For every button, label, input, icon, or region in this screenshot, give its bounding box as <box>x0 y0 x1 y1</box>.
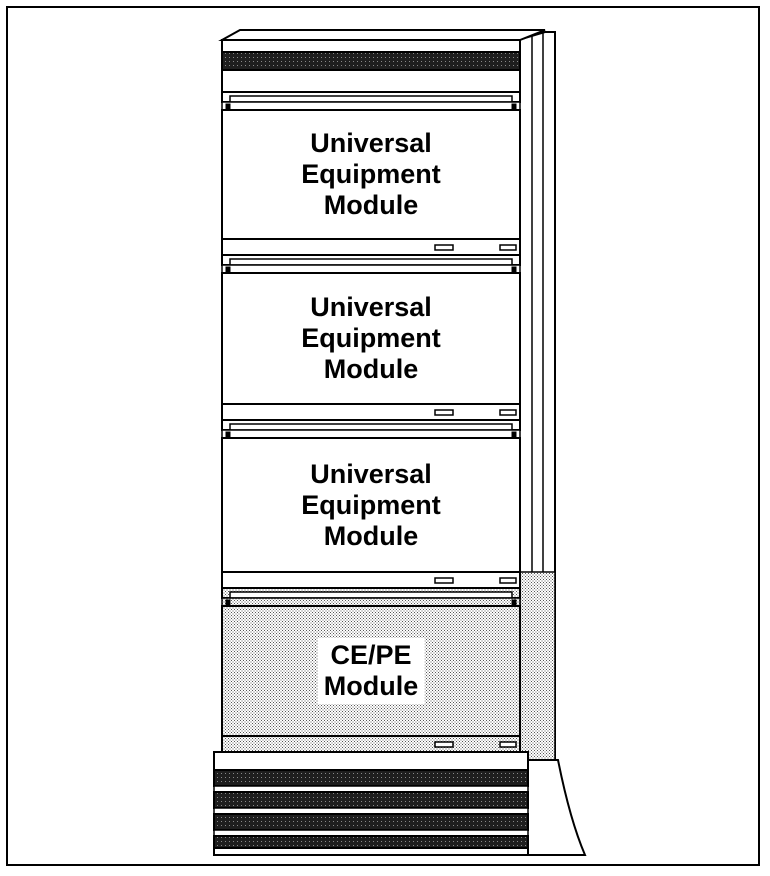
module-handle <box>434 741 454 748</box>
module-label-line: CE/PE <box>330 640 412 670</box>
module-bottom-strip <box>221 571 521 589</box>
base-pedestal <box>213 751 529 856</box>
module-handle <box>434 244 454 251</box>
module-bottom-strip <box>221 735 521 753</box>
module-bottom-strip <box>221 238 521 256</box>
module-card-guide <box>221 101 521 111</box>
top-cap <box>218 29 546 93</box>
module-card-guide <box>221 264 521 274</box>
module-bottom-strip <box>221 403 521 421</box>
universal-equipment-module <box>221 91 521 256</box>
module-card-guide <box>221 429 521 439</box>
universal-equipment-module <box>221 419 521 589</box>
module-label-line: Universal <box>310 458 432 489</box>
module-label-line: Module <box>323 190 419 220</box>
module-front-panel <box>221 437 521 573</box>
module-latch <box>499 409 517 416</box>
module-latch <box>499 741 517 748</box>
module-latch <box>499 577 517 584</box>
module-label-line: Universal <box>310 292 432 322</box>
module-card-guide <box>221 597 521 607</box>
module-label-line: Module <box>323 671 419 701</box>
side-cable-column <box>516 31 587 856</box>
module-handle <box>434 409 454 416</box>
universal-equipment-module <box>221 254 521 421</box>
module-front-panel <box>221 109 521 240</box>
ce-pe-module <box>221 587 521 753</box>
module-rail-slot <box>229 95 513 103</box>
module-latch <box>499 244 517 251</box>
module-rail-slot <box>229 591 513 599</box>
figure-frame <box>6 6 760 866</box>
module-label-line: Equipment <box>301 489 441 520</box>
module-label-line: Universal <box>310 128 432 158</box>
module-label-line: Equipment <box>301 323 441 353</box>
module-label-line: Module <box>323 520 419 551</box>
module-rail-slot <box>229 423 513 431</box>
module-label-line: Module <box>323 354 419 384</box>
module-label-line: Equipment <box>301 159 441 189</box>
module-rail-slot <box>229 258 513 266</box>
module-handle <box>434 577 454 584</box>
module-front-panel <box>221 272 521 405</box>
modules-layer <box>221 91 521 753</box>
